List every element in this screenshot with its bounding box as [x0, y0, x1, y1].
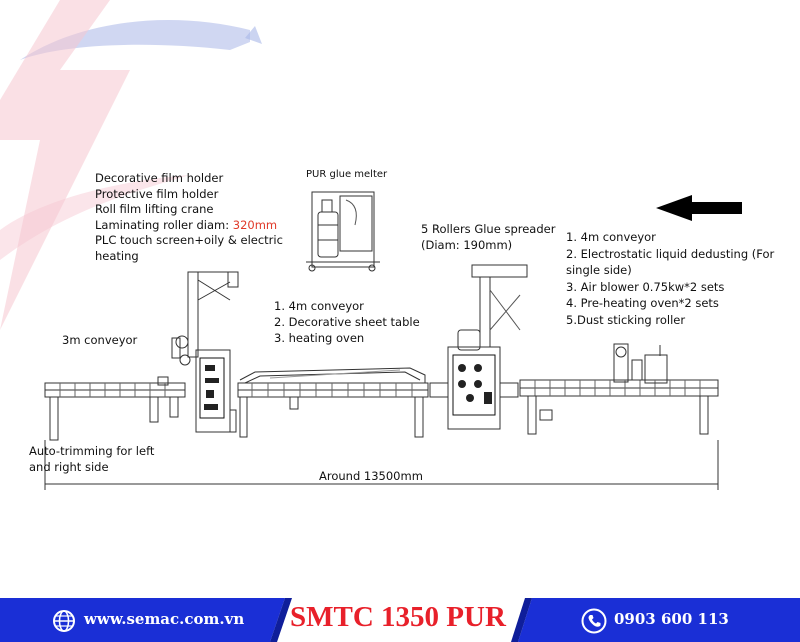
right-line-5: 4. Pre-heating oven*2 sets	[566, 296, 719, 310]
right-line-3: single side)	[566, 263, 632, 277]
glue-melter-label: PUR glue melter	[306, 169, 388, 180]
middle-line-1: 1. 4m conveyor	[274, 299, 364, 313]
globe-icon	[53, 610, 75, 632]
right-line-2: 2. Electrostatic liquid dedusting (For	[566, 246, 775, 261]
auto-trim-line-1: Auto-trimming for left	[29, 444, 155, 458]
film-block-line-2: Protective film holder	[95, 186, 219, 201]
laminating-unit	[195, 349, 231, 433]
auto-trim-line-2: and right side	[29, 459, 109, 474]
film-block-line-5: PLC touch screen+oily & electric	[95, 233, 283, 247]
website-link[interactable]: www.semac.com.vn	[84, 610, 245, 628]
conveyor-3m-label: 3m conveyor	[62, 333, 138, 347]
middle-line-3: 3. heating oven	[274, 331, 365, 345]
right-line-6: 5.Dust sticking roller	[566, 312, 686, 327]
dimension-label: Around 13500mm	[319, 469, 423, 483]
film-holder-label-block: Decorative film holder Protective film h…	[95, 171, 283, 264]
glue-spreader-line-2: (Diam: 190mm)	[421, 237, 513, 252]
glue-spreader-line-1: 5 Rollers Glue spreader	[421, 222, 556, 236]
phone-icon	[581, 608, 607, 634]
heating-oven	[239, 367, 426, 383]
film-block-line-3: Roll film lifting crane	[95, 202, 214, 216]
glue-spreader	[447, 346, 501, 430]
right-section-label-block: 1. 4m conveyor 2. Electrostatic liquid d…	[566, 229, 774, 328]
right-line-4: 3. Air blower 0.75kw*2 sets	[566, 279, 725, 294]
laminating-roller-label: Laminating roller diam:	[95, 217, 233, 232]
right-line-1: 1. 4m conveyor	[566, 230, 656, 244]
left-arrow-icon	[656, 195, 742, 221]
glue-spreader-label: 5 Rollers Glue spreader (Diam: 190mm)	[421, 222, 555, 253]
middle-section-label-block: 1. 4m conveyor 2. Decorative sheet table…	[274, 298, 420, 346]
model-title: SMTC 1350 PUR	[290, 601, 506, 633]
phone-number[interactable]: 0903 600 113	[614, 610, 729, 628]
middle-line-2: 2. Decorative sheet table	[274, 315, 420, 329]
film-block-line-1: Decorative film holder	[95, 171, 224, 185]
film-block-line-6: heating	[95, 248, 139, 263]
footer-banner: www.semac.com.vn SMTC 1350 PUR 0903 600 …	[0, 598, 800, 642]
film-block-line-4: Laminating roller diam: 320mm	[95, 218, 283, 234]
dedusting-unit	[613, 343, 629, 383]
laminating-roller-diam: 320mm	[232, 217, 278, 232]
glue-melter	[311, 191, 375, 268]
auto-trimming-label: Auto-trimming for left and right side	[29, 444, 154, 475]
